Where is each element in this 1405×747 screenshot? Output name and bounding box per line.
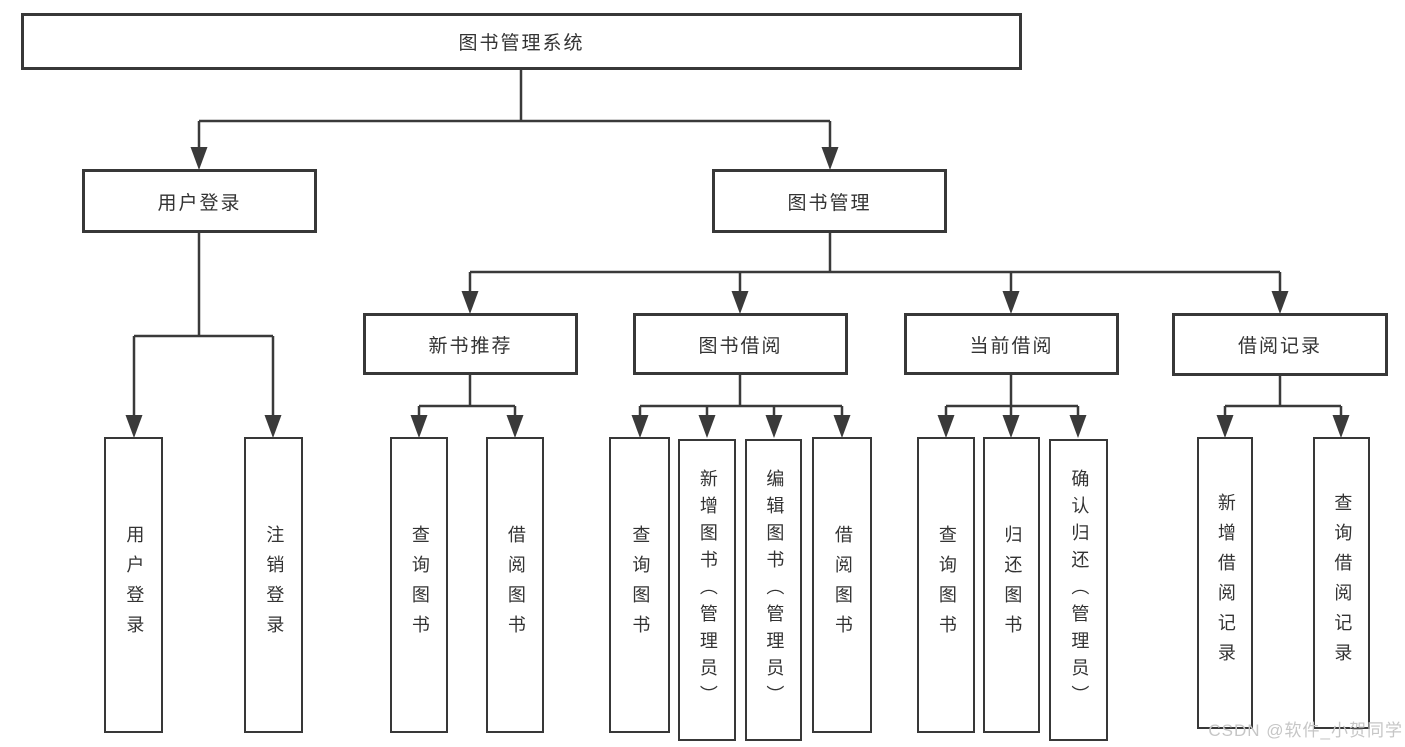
node-system: 图书管理系统 xyxy=(21,13,1022,70)
arrowhead xyxy=(461,291,479,314)
leaf-bb-query-books-label: 查询图书 xyxy=(630,525,651,645)
node-user-login-label: 用户登录 xyxy=(157,192,242,214)
arrowheads xyxy=(125,147,1350,438)
arrowhead xyxy=(833,415,851,438)
arrowhead xyxy=(1069,415,1087,438)
arrowhead xyxy=(631,415,649,438)
leaf-user-login-label: 用户登录 xyxy=(124,525,145,645)
leaf-cb-query-books-label: 查询图书 xyxy=(936,525,957,645)
arrowhead xyxy=(190,147,208,170)
arrowhead xyxy=(1332,415,1350,438)
node-borrowing-records-label: 借阅记录 xyxy=(1237,336,1322,357)
leaf-nb-borrow-books: 借阅图书 xyxy=(486,437,544,733)
leaf-bb-borrow-books: 借阅图书 xyxy=(812,437,872,733)
node-user-login: 用户登录 xyxy=(82,169,317,233)
connector-path xyxy=(132,70,1343,420)
leaf-logout: 注销登录 xyxy=(244,437,303,733)
leaf-br-add-record: 新增借阅记录 xyxy=(1197,437,1253,729)
arrowhead xyxy=(410,415,428,438)
leaf-bb-borrow-books-label: 借阅图书 xyxy=(832,525,853,645)
leaf-bb-add-books-admin: 新增图书（管理员） xyxy=(678,439,736,741)
leaf-logout-label: 注销登录 xyxy=(264,525,285,645)
arrowhead xyxy=(1002,415,1020,438)
leaf-br-add-record-label: 新增借阅记录 xyxy=(1215,493,1236,673)
leaf-br-query-record: 查询借阅记录 xyxy=(1313,437,1370,729)
leaf-bb-add-books-admin-label: 新增图书（管理员） xyxy=(697,468,718,712)
arrowhead xyxy=(264,415,282,438)
leaf-nb-query-books-label: 查询图书 xyxy=(409,525,430,645)
leaf-nb-borrow-books-label: 借阅图书 xyxy=(505,525,526,645)
node-current-borrowing: 当前借阅 xyxy=(904,313,1119,375)
arrowhead xyxy=(125,415,143,438)
arrowhead xyxy=(1271,291,1289,314)
arrowhead xyxy=(1002,291,1020,314)
leaf-user-login: 用户登录 xyxy=(104,437,163,733)
leaf-cb-confirm-return-admin: 确认归还（管理员） xyxy=(1049,439,1108,741)
node-current-borrowing-label: 当前借阅 xyxy=(969,335,1054,357)
node-book-management-label: 图书管理 xyxy=(787,192,872,214)
node-book-borrowing-label: 图书借阅 xyxy=(698,335,783,357)
leaf-bb-edit-books-admin-label: 编辑图书（管理员） xyxy=(764,468,785,712)
leaf-bb-query-books: 查询图书 xyxy=(609,437,670,733)
node-new-book-recommend: 新书推荐 xyxy=(363,313,578,375)
watermark: CSDN @软件_小贺同学 xyxy=(1208,721,1403,740)
leaf-cb-query-books: 查询图书 xyxy=(917,437,975,733)
arrowhead xyxy=(937,415,955,438)
node-borrowing-records: 借阅记录 xyxy=(1172,313,1388,376)
leaf-nb-query-books: 查询图书 xyxy=(390,437,448,733)
arrowhead xyxy=(506,415,524,438)
arrowhead xyxy=(1216,415,1234,438)
leaf-cb-return-books: 归还图书 xyxy=(983,437,1040,733)
leaf-cb-confirm-return-admin-label: 确认归还（管理员） xyxy=(1069,468,1090,712)
node-new-book-recommend-label: 新书推荐 xyxy=(428,335,513,357)
node-system-label: 图书管理系统 xyxy=(458,33,585,54)
arrowhead xyxy=(731,291,749,314)
node-book-management: 图书管理 xyxy=(712,169,947,233)
leaf-cb-return-books-label: 归还图书 xyxy=(1002,525,1023,645)
leaf-bb-edit-books-admin: 编辑图书（管理员） xyxy=(745,439,802,741)
arrowhead xyxy=(821,147,839,170)
leaf-br-query-record-label: 查询借阅记录 xyxy=(1332,493,1353,673)
arrowhead xyxy=(765,415,783,438)
arrowhead xyxy=(698,415,716,438)
node-book-borrowing: 图书借阅 xyxy=(633,313,848,375)
